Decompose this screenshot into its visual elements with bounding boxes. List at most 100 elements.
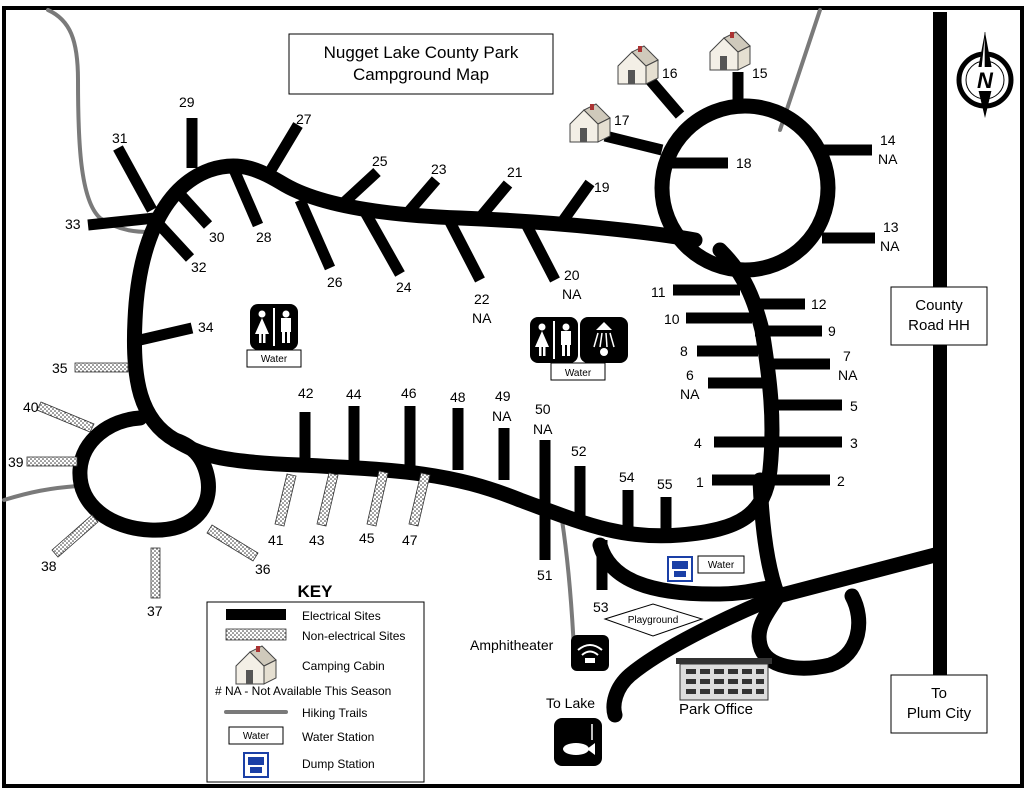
site-label-49: 49 xyxy=(495,388,511,404)
electrical-site-spurs xyxy=(87,72,875,590)
water-label-south: Water xyxy=(708,560,735,571)
water-station-south xyxy=(697,555,745,574)
map-frame xyxy=(2,6,1024,788)
site-label-47: 47 xyxy=(402,532,418,548)
site-label-12: 12 xyxy=(811,296,827,312)
site-label-7: 7 xyxy=(843,348,851,364)
key-non-electrical: Non-electrical Sites xyxy=(302,629,405,643)
site-label-50-na: NA xyxy=(533,421,553,437)
site-label-4: 4 xyxy=(694,435,702,451)
site-label-22-na: NA xyxy=(472,310,492,326)
site-label-44: 44 xyxy=(346,386,362,402)
site-label-36: 36 xyxy=(255,561,271,577)
site-label-50: 50 xyxy=(535,401,551,417)
title-box: Nugget Lake County Park Campground Map xyxy=(288,33,554,95)
hiking-trails xyxy=(2,8,822,652)
site-label-30: 30 xyxy=(209,229,225,245)
site-label-45: 45 xyxy=(359,530,375,546)
site-label-7-na: NA xyxy=(838,367,858,383)
site-label-27: 27 xyxy=(296,111,312,127)
site-label-13-na: NA xyxy=(880,238,900,254)
site-label-40: 40 xyxy=(23,399,39,415)
site-label-43: 43 xyxy=(309,532,325,548)
key-cabin: Camping Cabin xyxy=(302,659,385,673)
county-road-label-2: Road HH xyxy=(908,317,970,334)
plum-city-label-2: Plum City xyxy=(907,705,972,722)
site-label-31: 31 xyxy=(112,130,128,146)
map-title-line2: Campground Map xyxy=(353,65,489,84)
park-office-icon xyxy=(676,658,772,701)
site-label-15: 15 xyxy=(752,65,768,81)
site-label-28: 28 xyxy=(256,229,272,245)
site-label-3: 3 xyxy=(850,435,858,451)
site-label-41: 41 xyxy=(268,532,284,548)
site-label-9: 9 xyxy=(828,323,836,339)
site-label-6: 6 xyxy=(686,367,694,383)
site-label-16: 16 xyxy=(662,65,678,81)
restroom-icon-center xyxy=(530,317,578,363)
site-label-35: 35 xyxy=(52,360,68,376)
site-label-20-na: NA xyxy=(562,286,582,302)
county-road-label-box xyxy=(890,286,988,346)
key-na: # NA - Not Available This Season xyxy=(215,684,391,698)
site-label-37: 37 xyxy=(147,603,163,619)
site-label-19: 19 xyxy=(594,179,610,195)
site-label-1: 1 xyxy=(696,474,704,490)
park-office-label: Park Office xyxy=(679,701,753,718)
map-title-line1: Nugget Lake County Park xyxy=(324,43,519,62)
amphitheater-icon xyxy=(571,635,609,671)
site-label-38: 38 xyxy=(41,558,57,574)
playground-marker xyxy=(603,603,704,637)
site-label-10: 10 xyxy=(664,311,680,327)
amphitheater-label: Amphitheater xyxy=(470,637,554,653)
site-label-55: 55 xyxy=(657,476,673,492)
site-label-13: 13 xyxy=(883,219,899,235)
campground-roads xyxy=(72,98,943,723)
site-label-17: 17 xyxy=(614,112,630,128)
site-label-20: 20 xyxy=(564,267,580,283)
site-label-24: 24 xyxy=(396,279,412,295)
site-label-23: 23 xyxy=(431,161,447,177)
key-water-station: Water Station xyxy=(302,730,374,744)
site-label-39: 39 xyxy=(8,454,24,470)
site-label-49-na: NA xyxy=(492,408,512,424)
water-station-center xyxy=(550,362,606,381)
key-trails: Hiking Trails xyxy=(302,706,367,720)
non-electrical-site-spurs xyxy=(26,362,431,599)
site-labels: 1 2 3 4 5 6 NA 7 NA 8 9 10 11 12 13 NA 1… xyxy=(8,65,900,619)
to-lake-label: To Lake xyxy=(546,695,595,711)
water-label-center: Water xyxy=(565,368,592,379)
plum-city-label-1: To xyxy=(931,685,947,702)
site-label-54: 54 xyxy=(619,469,635,485)
site-label-2: 2 xyxy=(837,473,845,489)
key-water-box: Water xyxy=(243,731,270,742)
county-road-label-1: County xyxy=(915,297,963,314)
fishing-icon xyxy=(554,718,602,766)
site-label-33: 33 xyxy=(65,216,81,232)
dump-station-icon xyxy=(667,556,693,582)
site-label-52: 52 xyxy=(571,443,587,459)
water-label-west: Water xyxy=(261,354,288,365)
site-label-22: 22 xyxy=(474,291,490,307)
site-label-25: 25 xyxy=(372,153,388,169)
site-label-29: 29 xyxy=(179,94,195,110)
site-label-48: 48 xyxy=(450,389,466,405)
playground-label: Playground xyxy=(628,615,679,626)
site-label-46: 46 xyxy=(401,385,417,401)
compass-letter: N xyxy=(977,68,994,93)
site-label-51: 51 xyxy=(537,567,553,583)
key-heading: KEY xyxy=(298,582,334,601)
site-label-5: 5 xyxy=(850,398,858,414)
site-label-21: 21 xyxy=(507,164,523,180)
shower-icon xyxy=(580,317,628,363)
restroom-icon-west xyxy=(250,304,298,350)
site-label-26: 26 xyxy=(327,274,343,290)
site-label-14: 14 xyxy=(880,132,896,148)
site-label-42: 42 xyxy=(298,385,314,401)
key-dump: Dump Station xyxy=(302,757,375,771)
compass-icon: N xyxy=(956,31,1014,118)
site-label-18: 18 xyxy=(736,155,752,171)
site-label-6-na: NA xyxy=(680,386,700,402)
water-station-west xyxy=(246,349,302,368)
